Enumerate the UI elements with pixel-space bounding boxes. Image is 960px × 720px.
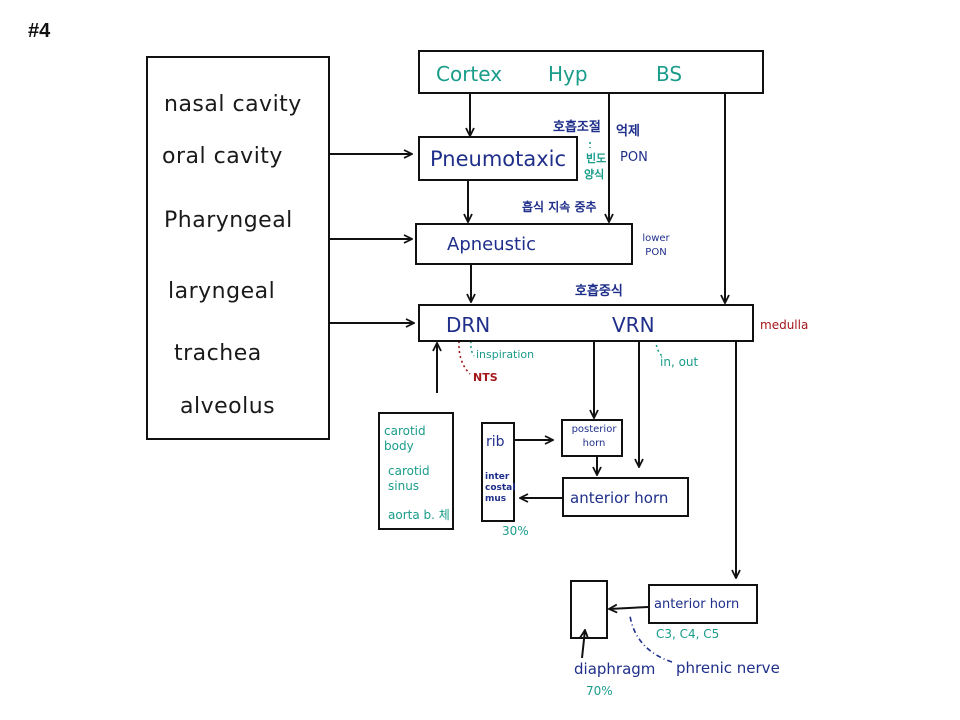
airway-item-alveolus: alveolus xyxy=(180,394,276,419)
label-hypothalamus: Hyp xyxy=(548,62,588,86)
cervical-anterior-horn-box: anterior horn xyxy=(648,584,758,624)
drn-inspiration-note: inspiration xyxy=(476,348,535,361)
slide-number: #4 xyxy=(28,20,51,42)
airway-item-laryngeal: laryngeal xyxy=(168,279,276,304)
pneumotaxic-box: Pneumotaxic xyxy=(418,136,578,181)
anterior-horn-box: anterior horn xyxy=(562,477,689,517)
cervical-anterior-horn-label: anterior horn xyxy=(654,597,740,612)
nts-label: NTS xyxy=(473,371,498,384)
apneustic-inhibit-note: 흡식 지속 중추 xyxy=(522,200,597,214)
aorta-body-label: aorta b. 체 xyxy=(388,508,450,522)
arrow-diaphragm-label xyxy=(582,630,585,659)
thorax-box: rib inter costal mus xyxy=(481,422,515,522)
pneumotaxic-inhibit-note: 억제 xyxy=(616,124,640,139)
pointer-in-out xyxy=(655,339,663,357)
arrow-cervical-horn-to-diaphragm xyxy=(609,607,649,609)
intercostal-percent: 30% xyxy=(502,524,529,538)
medulla-box: DRN VRN xyxy=(418,304,754,342)
airway-box: nasal cavity oral cavity Pharyngeal lary… xyxy=(146,56,330,440)
pneumotaxic-location: PON xyxy=(620,150,648,165)
pneumotaxic-rate-note: 빈도 xyxy=(586,152,607,165)
airway-item-oral-cavity: oral cavity xyxy=(162,144,283,169)
apneustic-box: Apneustic xyxy=(415,223,633,265)
pointer-inspiration xyxy=(470,340,475,357)
anterior-horn-label: anterior horn xyxy=(570,489,669,507)
medulla-location: medulla xyxy=(760,318,809,332)
pneumotaxic-pattern-note: 양식 xyxy=(584,168,605,181)
vrn-in-out-note: in, out xyxy=(660,355,699,369)
airway-item-nasal-cavity: nasal cavity xyxy=(164,92,302,117)
diaphragm-box xyxy=(570,580,608,639)
diaphragm-label: diaphragm xyxy=(574,660,656,678)
posterior-horn-box: posterior horn xyxy=(561,419,623,457)
vrn-label: VRN xyxy=(612,313,655,337)
chemoreceptor-box: carotid body carotid sinus aorta b. 체 xyxy=(378,412,454,530)
pointer-nts xyxy=(458,340,471,375)
drn-label: DRN xyxy=(446,313,491,337)
carotid-body-label: carotid body xyxy=(384,424,426,453)
rib-label: rib xyxy=(486,434,505,450)
label-brainstem: BS xyxy=(656,62,683,86)
apneustic-label: Apneustic xyxy=(447,234,536,255)
carotid-sinus-label: carotid sinus xyxy=(388,464,430,493)
posterior-horn-label: posterior horn xyxy=(571,424,617,449)
airway-item-trachea: trachea xyxy=(174,341,262,366)
intercostal-muscle-label: inter costal mus xyxy=(485,472,516,504)
phrenic-nerve-label: phrenic nerve xyxy=(676,659,780,677)
medulla-title: 호흡중식 xyxy=(575,284,623,299)
label-cortex: Cortex xyxy=(436,62,503,86)
airway-item-pharyngeal: Pharyngeal xyxy=(164,208,293,233)
cervical-segments: C3, C4, C5 xyxy=(656,627,720,641)
pneumotaxic-label: Pneumotaxic xyxy=(430,147,567,171)
diaphragm-percent: 70% xyxy=(586,684,613,698)
apneustic-location: lower PON xyxy=(642,233,670,258)
pneumotaxic-function-note: 호흡조절 xyxy=(553,120,601,135)
higher-centers-box: Cortex Hyp BS xyxy=(418,50,764,94)
